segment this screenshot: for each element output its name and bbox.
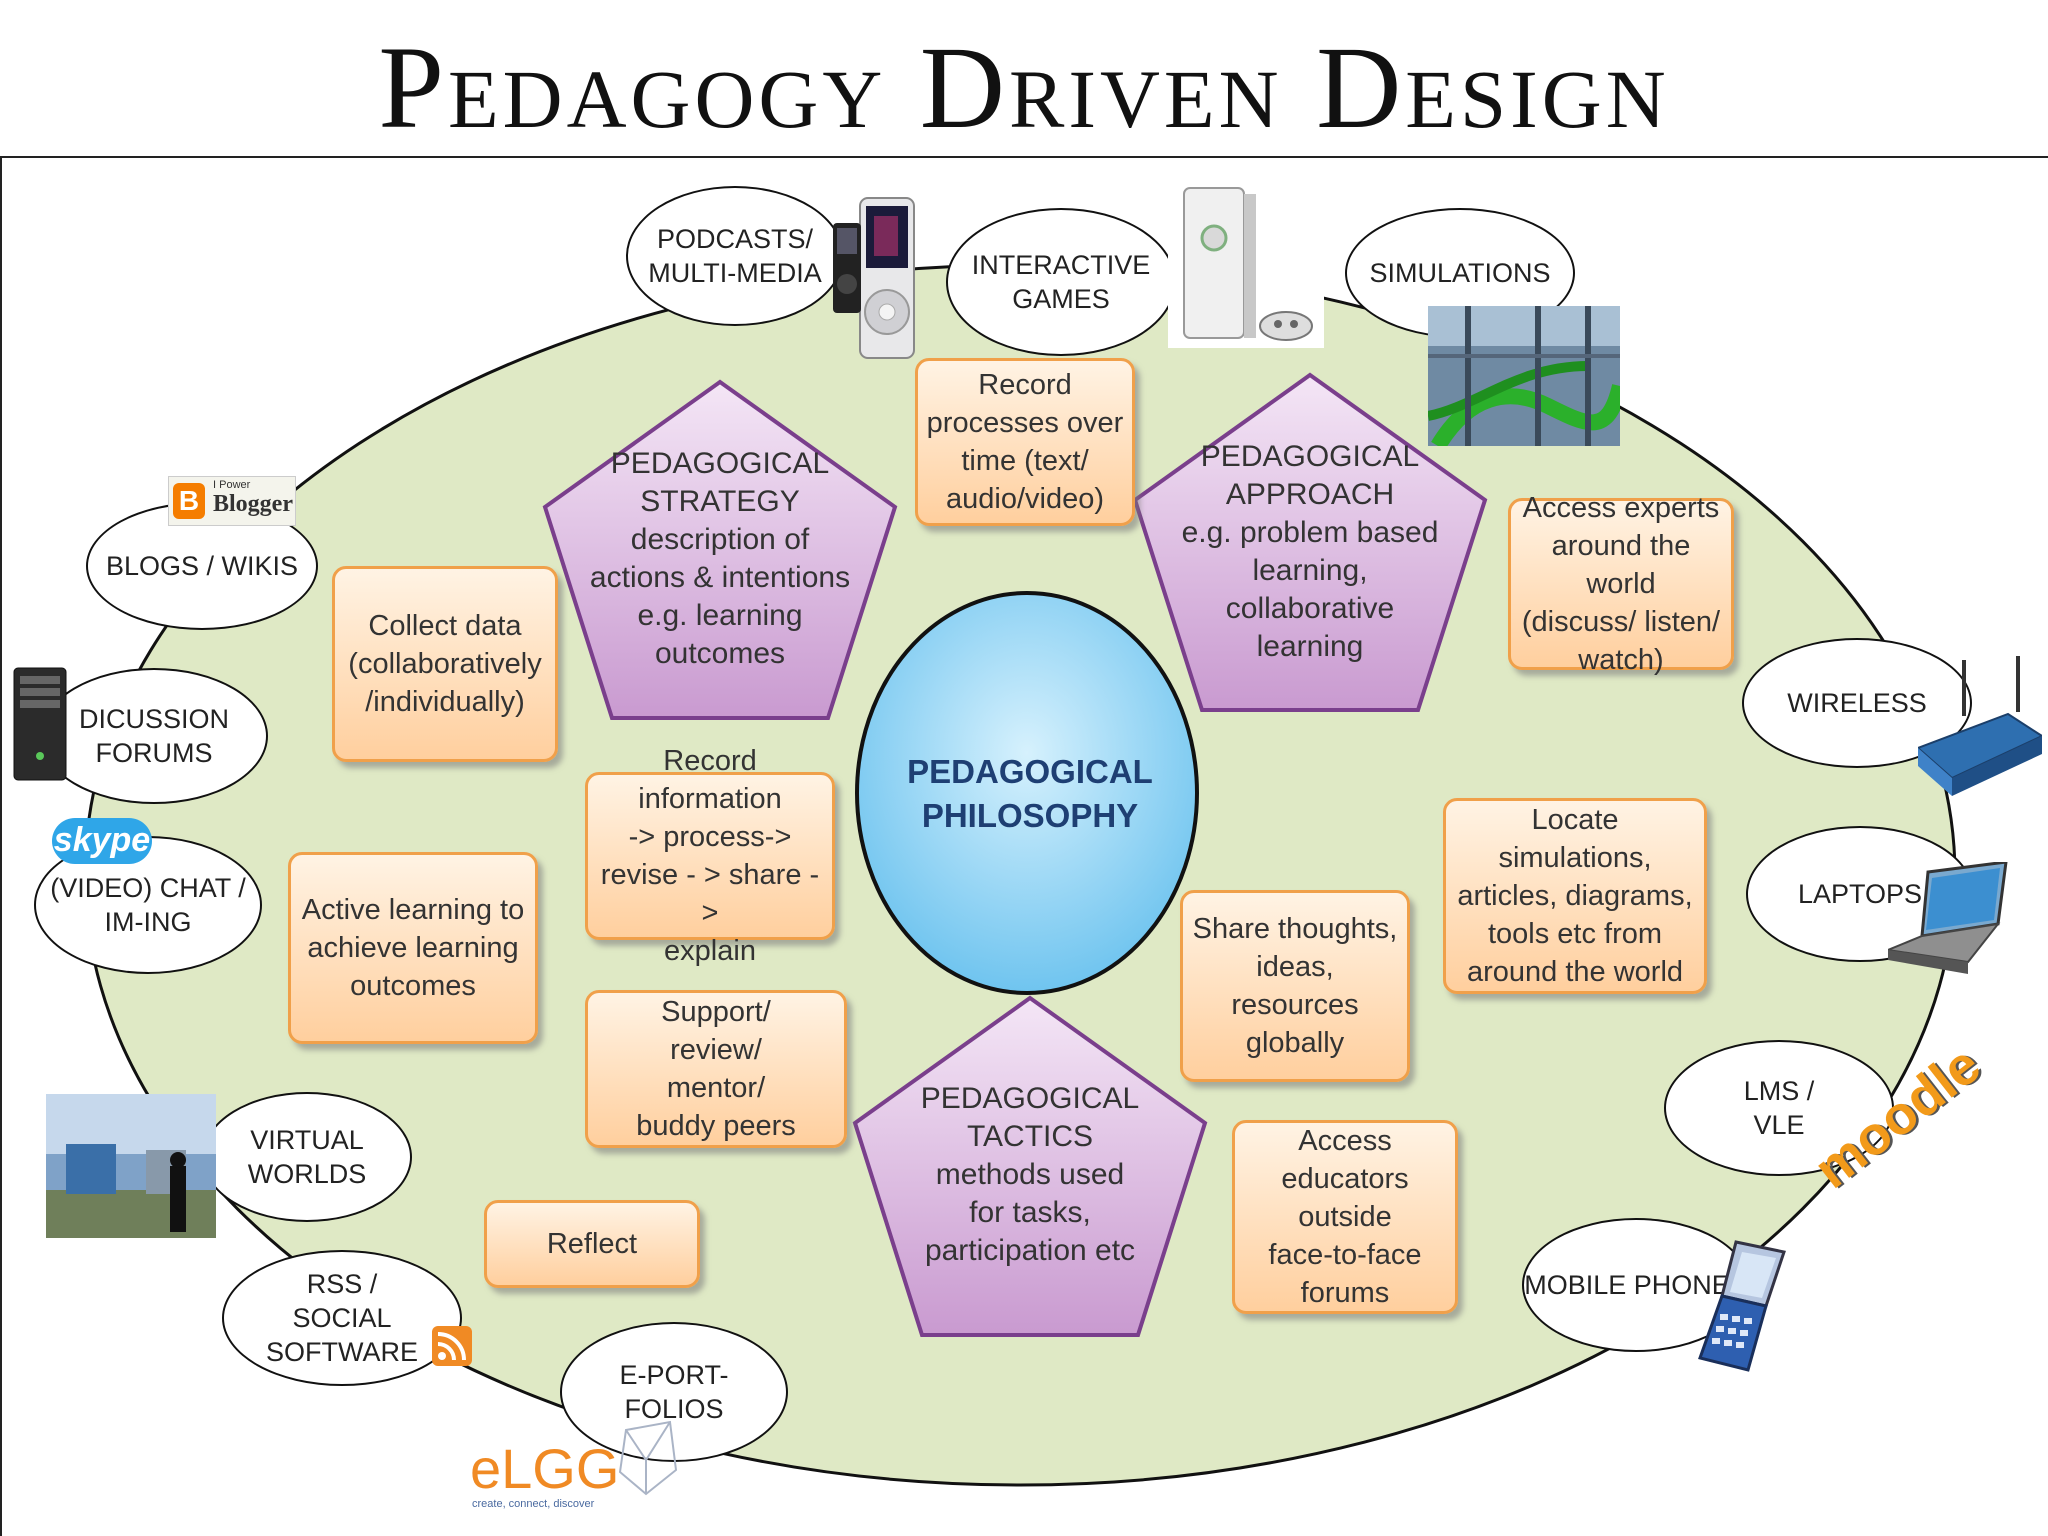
router-icon bbox=[1918, 656, 2042, 796]
box-collect-data: Collect data (collaboratively /individua… bbox=[332, 566, 558, 762]
box-access-educators: Access educators outside face-to-face fo… bbox=[1232, 1120, 1458, 1314]
blogger-tagline: I Power bbox=[213, 479, 251, 491]
box-active-learning: Active learning to achieve learning outc… bbox=[288, 852, 538, 1044]
page-title: Pedagogy Driven Design bbox=[378, 22, 1670, 153]
title-divider bbox=[0, 156, 2048, 158]
box-reflect: Reflect bbox=[484, 1200, 700, 1288]
strategy-pentagon bbox=[542, 379, 898, 720]
box-share-thoughts: Share thoughts, ideas, resources globall… bbox=[1180, 890, 1410, 1082]
server-tower-icon bbox=[13, 667, 67, 781]
box-record-information: Record information -> process-> revise -… bbox=[585, 745, 835, 967]
tool-e-portfolios: E-PORT- FOLIOS bbox=[560, 1322, 788, 1462]
tool-lms-vle: LMS / VLE bbox=[1664, 1040, 1894, 1176]
elgg-logo: eLGG create, connect, discover bbox=[470, 1438, 680, 1512]
elgg-cube-icon bbox=[618, 1420, 678, 1496]
laptop-icon bbox=[1888, 862, 2008, 974]
page-border bbox=[0, 156, 2, 1536]
tool-podcasts-multimedia: PODCASTS/ MULTI-MEDIA bbox=[626, 186, 844, 326]
industrial-pipes-image bbox=[1428, 306, 1620, 446]
tool-virtual-worlds: VIRTUAL WORLDS bbox=[202, 1092, 412, 1222]
elgg-wordmark: eLGG bbox=[470, 1437, 620, 1500]
tool-discussion-forums: DICUSSION FORUMS bbox=[40, 668, 268, 804]
pedagogical-tactics-label: PEDAGOGICAL TACTICS methods used for tas… bbox=[920, 1082, 1140, 1267]
flip-phone-icon bbox=[1698, 1240, 1786, 1372]
tool-wireless: WIRELESS bbox=[1742, 638, 1972, 768]
tactics-pentagon bbox=[852, 995, 1208, 1337]
blogger-wordmark: Blogger bbox=[213, 491, 293, 517]
skype-logo: skype bbox=[52, 818, 152, 864]
ipod-black-icon bbox=[833, 223, 861, 313]
ipod-icon bbox=[859, 197, 915, 359]
rss-icon bbox=[432, 1326, 472, 1366]
blogger-logo: B I Power Blogger bbox=[168, 476, 296, 526]
box-support-review: Support/ review/ mentor/ buddy peers bbox=[585, 990, 847, 1148]
pedagogical-philosophy-label: PEDAGOGICAL PHILOSOPHY bbox=[907, 753, 1153, 834]
center-ellipse bbox=[855, 591, 1199, 995]
approach-pentagon bbox=[1132, 372, 1488, 712]
tool-interactive-games: INTERACTIVE GAMES bbox=[946, 208, 1176, 356]
pedagogical-approach-label: PEDAGOGICAL APPROACH e.g. problem based … bbox=[1181, 440, 1439, 663]
virtual-world-image bbox=[46, 1094, 216, 1238]
xbox-icon bbox=[1168, 178, 1324, 348]
elgg-tagline: create, connect, discover bbox=[472, 1498, 595, 1510]
blogger-b-icon: B bbox=[173, 483, 205, 519]
pedagogical-strategy-label: PEDAGOGICAL STRATEGY description of acti… bbox=[589, 447, 851, 670]
tool-rss-social-software: RSS / SOCIAL SOFTWARE bbox=[222, 1250, 462, 1386]
box-access-experts: Access experts around the world (discuss… bbox=[1508, 492, 1734, 676]
box-record-processes: Record processes over time (text/ audio/… bbox=[915, 358, 1135, 526]
box-locate-simulations: Locate simulations, articles, diagrams, … bbox=[1443, 798, 1707, 994]
